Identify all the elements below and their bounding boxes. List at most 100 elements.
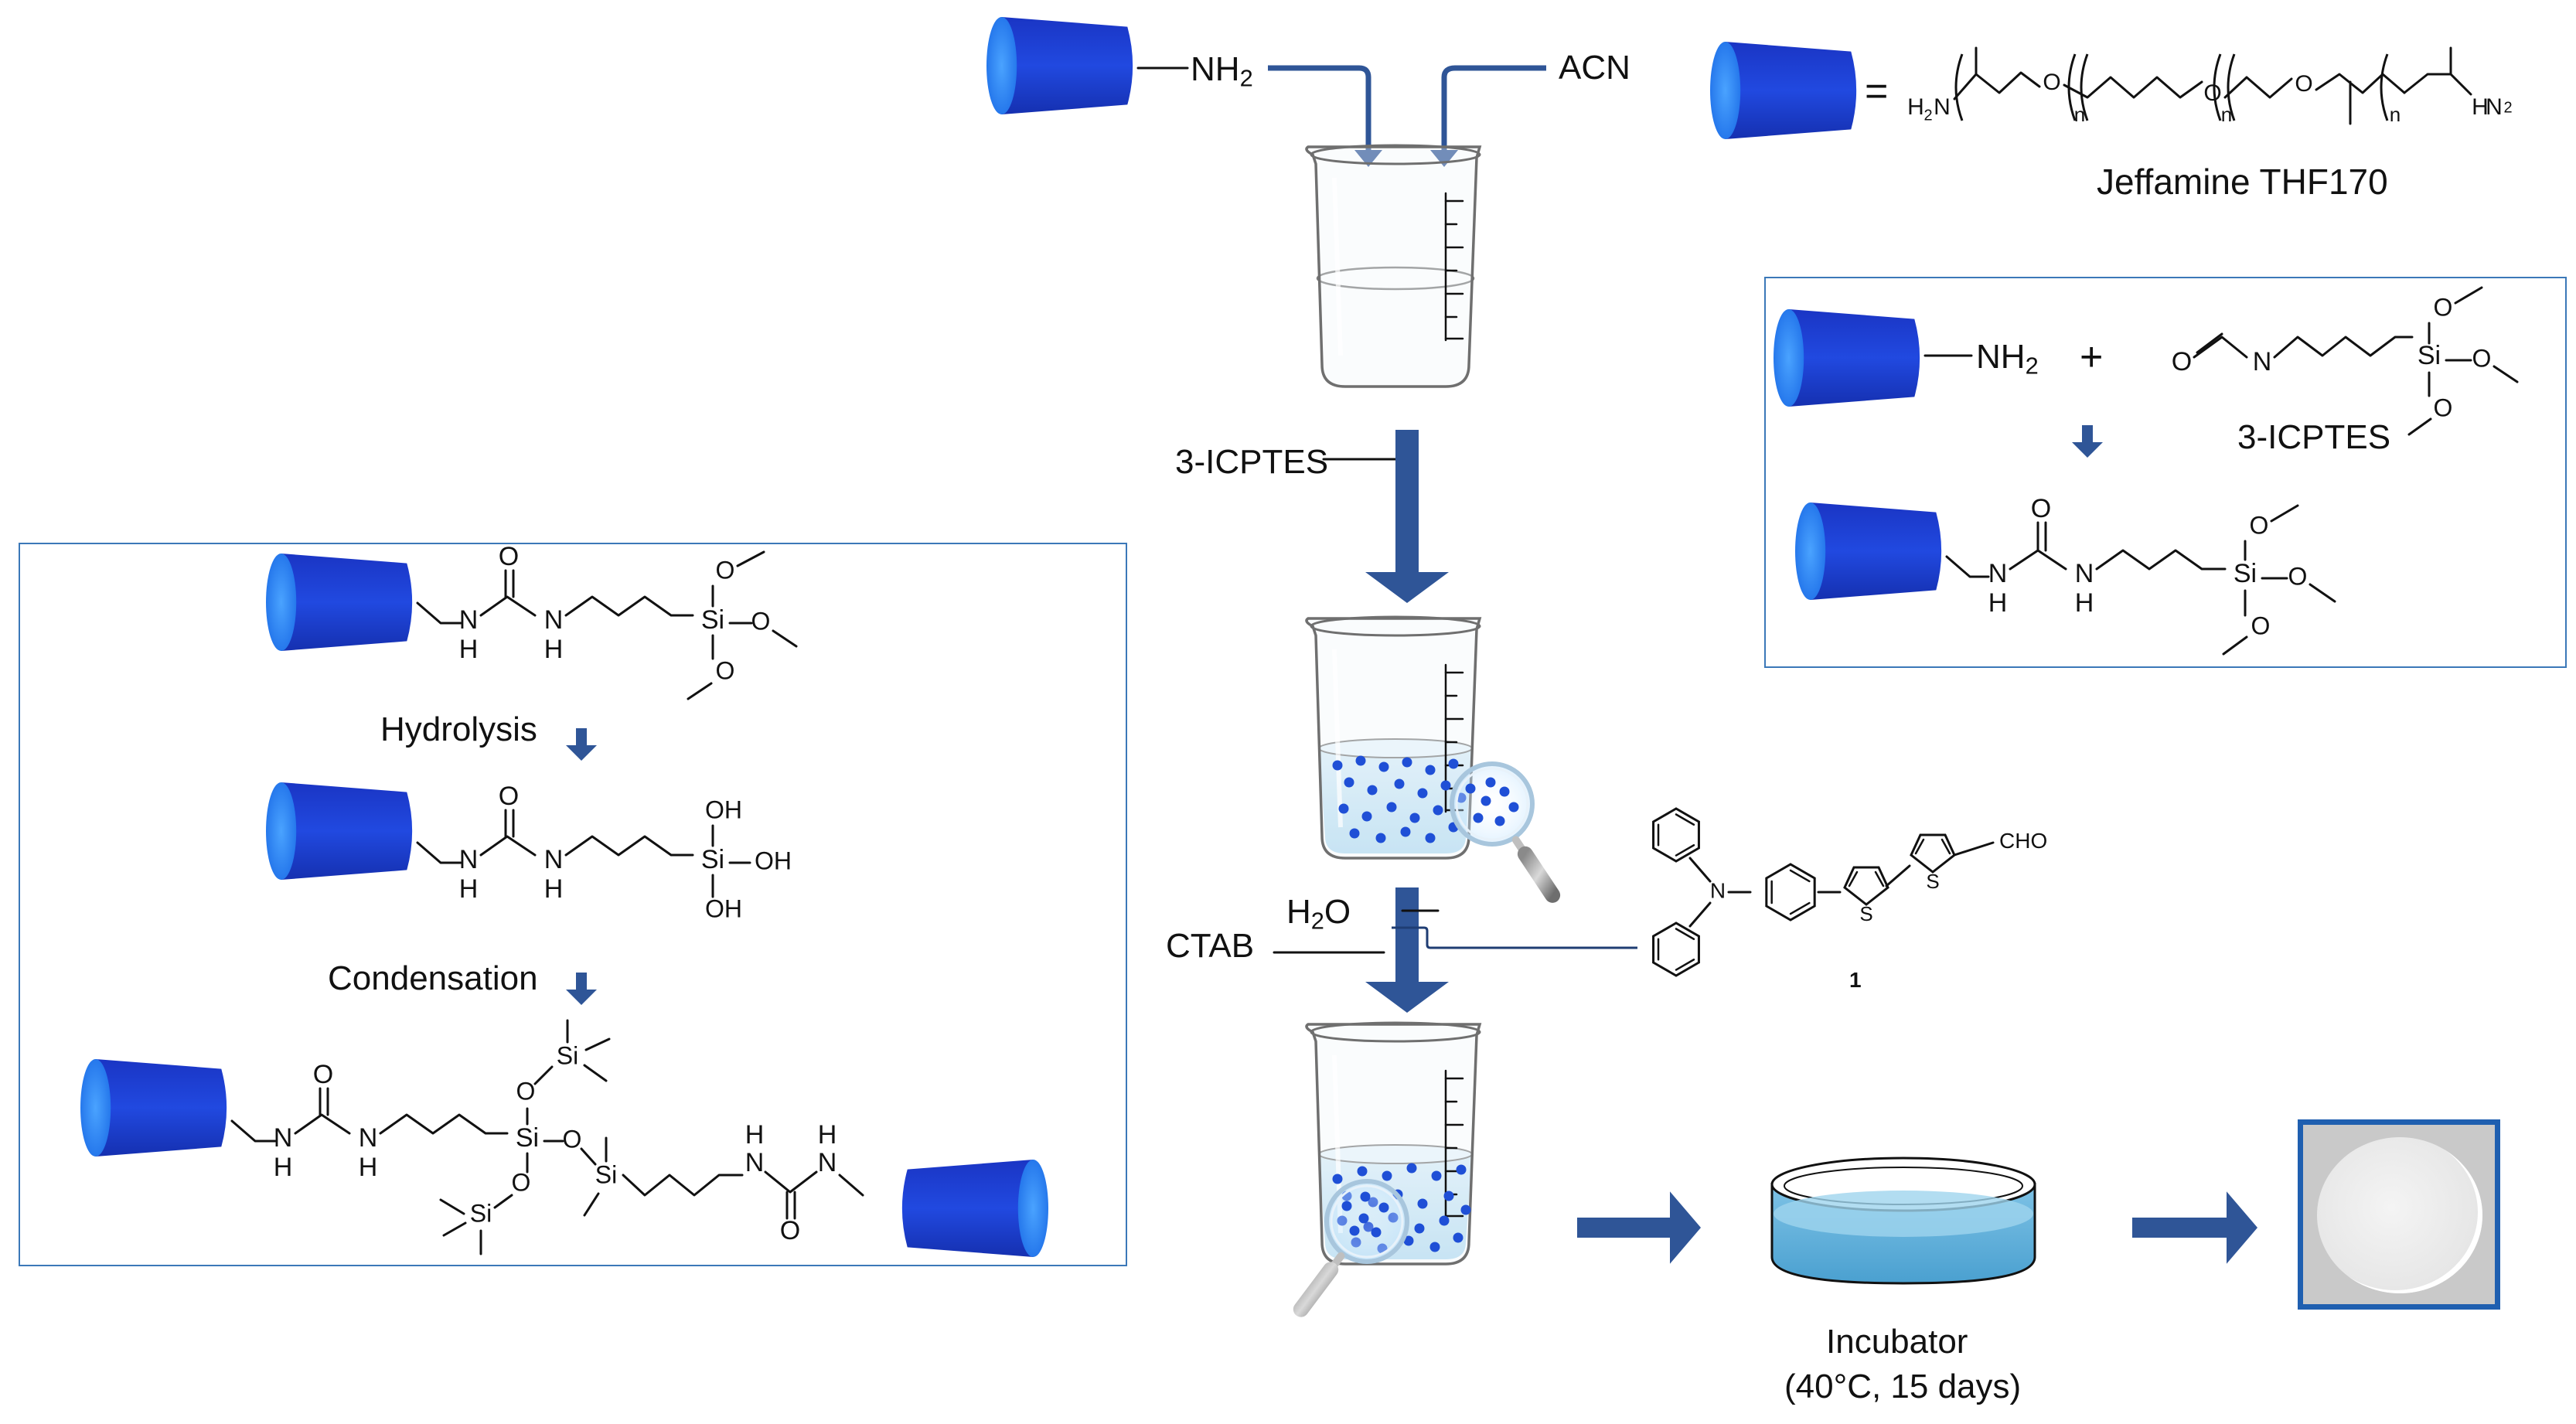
n-aryl-bond xyxy=(1688,901,1712,928)
repeat-subscript: n xyxy=(2221,103,2232,126)
water-line xyxy=(1392,926,1637,949)
atom-label: H xyxy=(1988,588,2008,618)
si-o-bond xyxy=(533,1065,554,1085)
polymer-body xyxy=(95,1059,227,1157)
amine-label-top: NH2 xyxy=(1191,50,1253,92)
linker-bond xyxy=(416,601,462,625)
particle xyxy=(1414,1223,1425,1234)
magnifier-2 xyxy=(1293,1179,1409,1317)
polymer-legend xyxy=(1710,42,1857,139)
petri-dish xyxy=(1770,1157,2036,1285)
particle xyxy=(1361,811,1372,822)
jeffamine-name: Jeffamine THF170 xyxy=(2097,162,2388,202)
arrow-shaft xyxy=(1441,65,1546,155)
particle xyxy=(1403,1235,1414,1246)
atom-label: N xyxy=(544,845,564,874)
glass-highlight xyxy=(1332,649,1343,828)
n-aryl-bond xyxy=(1688,857,1712,883)
backbone-bond xyxy=(2403,73,2472,96)
hydrolysis-condensation-box xyxy=(19,543,1127,1266)
polymer-left-3 xyxy=(80,1059,227,1157)
particle xyxy=(1508,802,1519,812)
polymer-body xyxy=(281,554,413,651)
particle xyxy=(1394,778,1405,789)
atom-label: O xyxy=(499,542,519,571)
particle xyxy=(1433,805,1443,816)
atom-label: N xyxy=(2486,94,2503,120)
si-o-bond xyxy=(580,1147,597,1166)
particle xyxy=(1357,1166,1368,1177)
methoxy-bond xyxy=(2309,583,2336,603)
methyl-bond xyxy=(439,1198,465,1215)
atom-label: H xyxy=(459,635,479,664)
atom-label: O xyxy=(563,1125,582,1153)
polymer-left-1 xyxy=(266,554,413,651)
propyl-bond xyxy=(2273,336,2414,359)
atom-label: O xyxy=(2172,347,2192,376)
hydrolysis-label: Hydrolysis xyxy=(380,710,537,748)
atom-label: OH xyxy=(705,894,742,922)
particle xyxy=(1465,783,1476,794)
particle xyxy=(1409,812,1420,823)
linker-bond xyxy=(416,841,462,864)
repeat-bracket xyxy=(2213,53,2222,121)
atom-label: O xyxy=(2250,511,2269,539)
thiophene-ring-2 xyxy=(1910,833,1956,874)
magnifier-handle xyxy=(1293,1262,1339,1317)
arrow-hydrolysis xyxy=(566,728,597,761)
atom-label: O xyxy=(313,1060,333,1089)
polymer-box-1 xyxy=(1774,309,1920,407)
repeat-bracket xyxy=(2067,53,2077,121)
double-bond xyxy=(2196,332,2223,354)
atom-label: O xyxy=(2251,612,2271,639)
methoxy-bond xyxy=(2407,417,2432,436)
atom-label: Si xyxy=(470,1199,492,1227)
atom-label: O xyxy=(516,1077,536,1105)
methyl-bond xyxy=(583,1064,608,1082)
beaker-glass xyxy=(1305,617,1482,860)
beaker-rim xyxy=(1310,144,1481,165)
repeat-subscript: n xyxy=(2074,103,2085,126)
particle xyxy=(1355,755,1366,766)
aromatic-double-bond xyxy=(1789,869,1811,883)
polymer-cap xyxy=(266,554,297,651)
plus-sign: + xyxy=(2080,335,2104,380)
arrow-down-1 xyxy=(1365,430,1449,603)
reaction-detail-box xyxy=(1764,277,2567,668)
particle xyxy=(1338,803,1349,814)
arrow-shaft xyxy=(1268,65,1371,155)
polymer-body xyxy=(1788,309,1920,407)
repeat-subscript: n xyxy=(2390,103,2401,126)
linker-bond xyxy=(838,1174,864,1197)
methyl-bond xyxy=(584,1037,611,1051)
particle xyxy=(1367,785,1378,795)
particle xyxy=(1402,757,1412,768)
particle xyxy=(1358,1213,1369,1224)
particle xyxy=(1429,1242,1440,1252)
arrow-head xyxy=(566,990,597,1005)
condensation-label: Condensation xyxy=(328,959,538,997)
arrow-shaft xyxy=(2082,425,2093,442)
beaker-2 xyxy=(1305,615,1482,860)
isocyanate-bond xyxy=(2193,336,2248,359)
polymer-body xyxy=(1725,42,1857,139)
beaker-1 xyxy=(1305,144,1482,388)
atom-label: O xyxy=(499,782,519,811)
ctab-label: CTAB xyxy=(1166,927,1255,965)
particle xyxy=(1349,1225,1360,1236)
atom-label: O xyxy=(716,556,735,584)
atom-label: Si xyxy=(557,1041,578,1069)
water-label: H2O xyxy=(1286,893,1351,935)
phenyl-ring-top xyxy=(1652,807,1700,863)
particle xyxy=(1460,1204,1471,1215)
particle xyxy=(1440,780,1451,791)
arrow-head xyxy=(1365,982,1449,1013)
methoxy-bond xyxy=(772,629,798,648)
propyl-bond xyxy=(564,835,694,857)
particle xyxy=(1473,812,1484,823)
particle xyxy=(1417,1198,1428,1209)
polymer-cap xyxy=(1795,502,1826,600)
methoxy-bond xyxy=(2493,365,2519,383)
